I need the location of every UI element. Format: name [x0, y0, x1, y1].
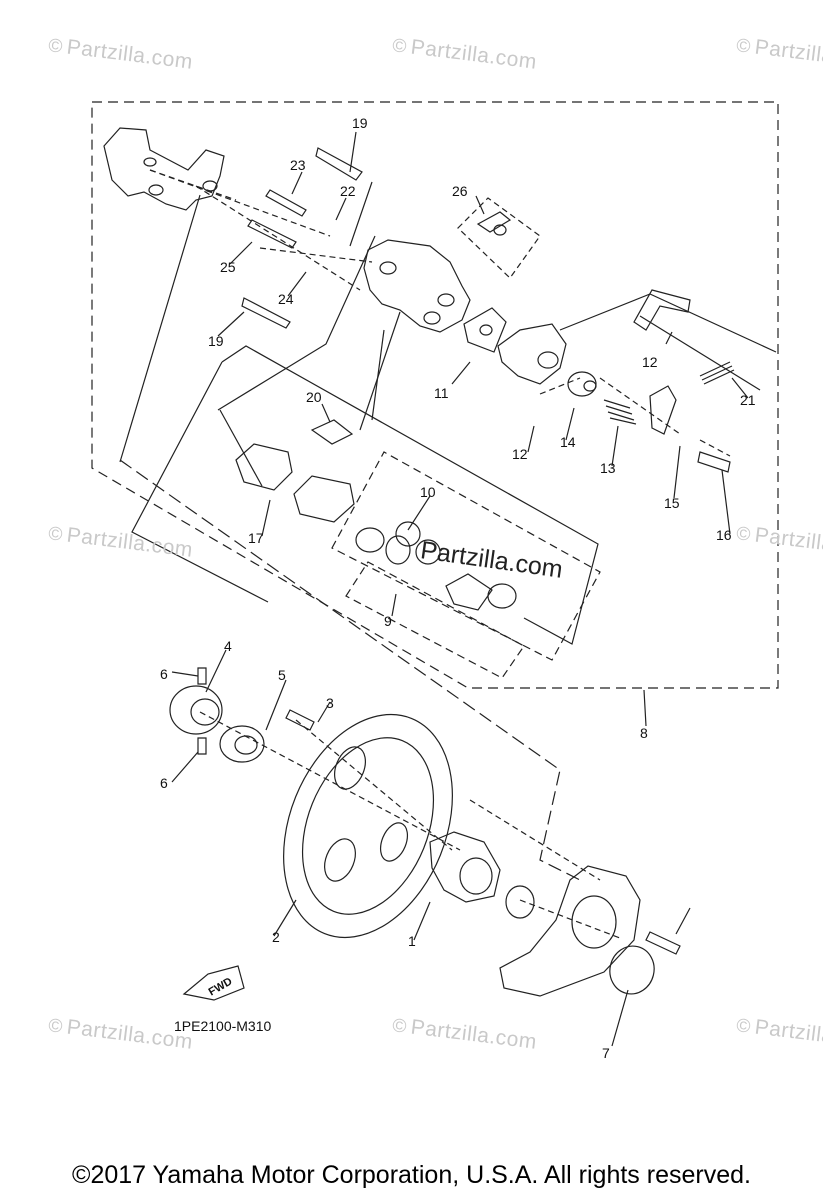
bolt-16: [697, 451, 731, 473]
callout-6-top: 6: [160, 666, 168, 682]
brake-disc: [283, 713, 453, 939]
pad-spring: [310, 419, 354, 445]
callout-12-left: 12: [512, 446, 528, 462]
bleed-kit-boundary: [457, 197, 541, 279]
hub-nut: [169, 685, 223, 735]
bleeder-screw: [476, 211, 512, 233]
brake-caliper: [363, 239, 471, 333]
callout-labels: 19 23 22 26 25 24 19 20 11 12 14 13 12 2…: [160, 115, 756, 1061]
callout-18: 17: [248, 530, 264, 546]
callout-4: 4: [224, 638, 232, 654]
callout-8: 8: [640, 725, 648, 741]
caliper-mount-bracket: [499, 865, 641, 997]
callout-6-bottom: 6: [160, 775, 168, 791]
diagram-code: 1PE2100-M310: [174, 1018, 272, 1034]
spring: [603, 399, 637, 425]
callout-14: 14: [560, 434, 576, 450]
callout-15: 15: [664, 495, 680, 511]
callout-10: 10: [420, 484, 436, 500]
callout-13: 13: [600, 460, 616, 476]
caliper-bracket: [103, 127, 225, 211]
callout-11: 11: [434, 385, 449, 401]
bolt-19a: [315, 147, 363, 181]
callout-12-right: 12: [642, 354, 658, 370]
caliper-assembly-boundary: [91, 101, 779, 689]
brake-lever-body: [497, 323, 567, 385]
spacer: [567, 371, 597, 397]
circlip: [609, 945, 655, 995]
lever-plate: [649, 385, 677, 435]
callout-23: 25: [220, 259, 236, 275]
callout-3: 3: [326, 695, 334, 711]
callout-25: 21: [740, 392, 756, 408]
callout-9: 9: [384, 613, 392, 629]
callout-16: 16: [716, 527, 732, 543]
bolt-19b: [241, 297, 291, 329]
callout-5: 5: [278, 667, 286, 683]
piston: [445, 573, 493, 611]
brake-pad-1: [235, 443, 293, 491]
callout-20: 22: [340, 183, 356, 199]
brake-pad-2: [293, 475, 355, 523]
callout-24: 26: [452, 183, 468, 199]
callout-19-top: 19: [352, 115, 368, 131]
piston-kit-boundary: [345, 561, 525, 679]
return-spring: [699, 361, 735, 385]
gasket: [463, 307, 507, 353]
seal-kit-boundary: [331, 451, 601, 661]
wheel-hub: [429, 831, 501, 903]
callout-2: 2: [272, 929, 280, 945]
washer: [219, 725, 265, 763]
callout-19-mid: 19: [208, 333, 224, 349]
bolt-26: [645, 931, 681, 955]
callout-7: 7: [602, 1045, 610, 1061]
copyright-notice: ©2017 Yamaha Motor Corporation, U.S.A. A…: [72, 1161, 751, 1189]
fwd-arrow-icon: [182, 965, 245, 1001]
callout-21: 23: [290, 157, 306, 173]
bracket-plate: [633, 289, 691, 331]
callout-17: 20: [306, 389, 322, 405]
callout-1: 1: [408, 933, 416, 949]
o-ring: [505, 885, 535, 919]
callout-22: 24: [278, 291, 294, 307]
